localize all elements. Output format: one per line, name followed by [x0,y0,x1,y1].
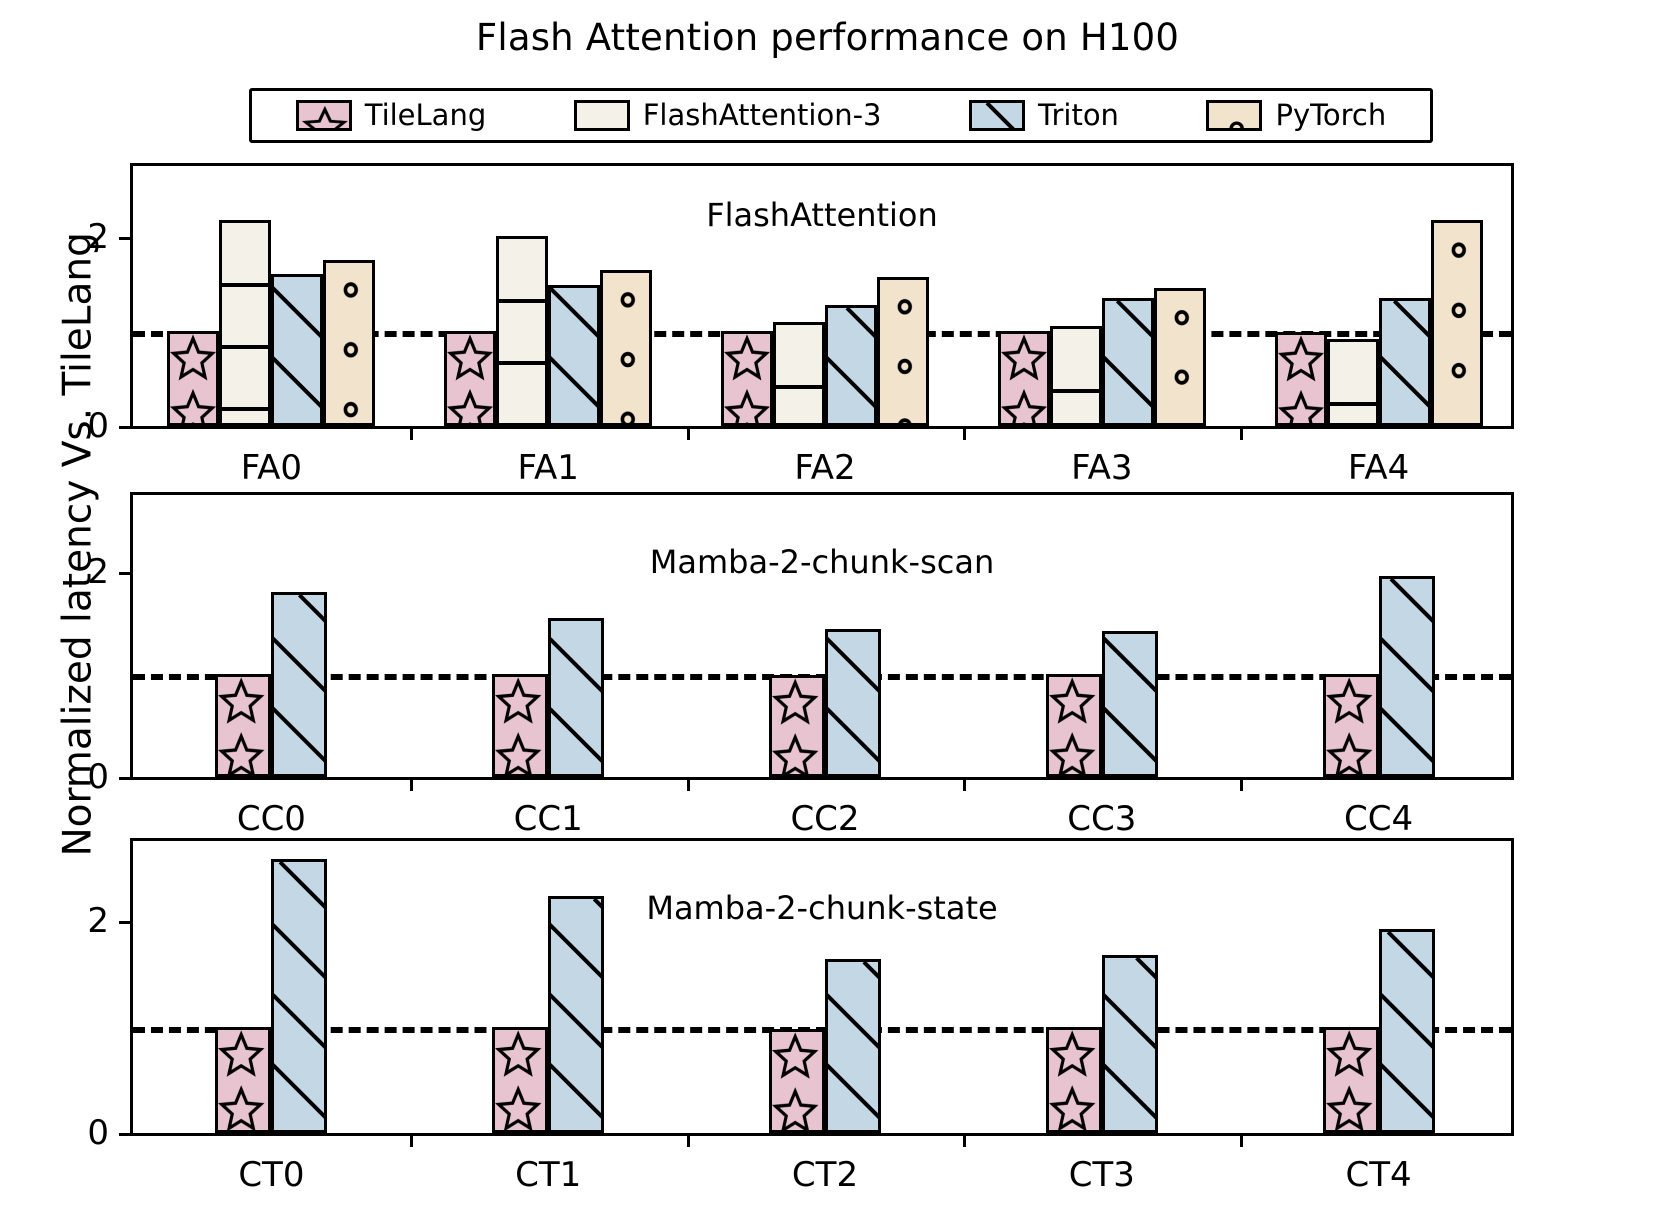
x-tick-label-CC1: CC1 [513,799,583,839]
x-tick-label-FA0: FA0 [240,448,303,488]
bar-tilelang-FA0[interactable] [167,331,220,426]
page-title: Flash Attention performance on H100 [475,16,1180,59]
legend-label-fa3: FlashAttention-3 [642,98,882,132]
bar-triton-FA4[interactable] [1378,298,1431,426]
y-tick [119,426,133,429]
bar-triton-FA3[interactable] [1101,298,1154,426]
bar-fa3-FA4[interactable] [1326,339,1379,426]
x-tick [686,777,690,791]
bar-triton-CC0[interactable] [271,592,328,777]
x-tick-label-FA3: FA3 [1071,448,1133,488]
x-tick-label-CC0: CC0 [236,799,306,839]
y-tick-label: 0 [87,757,109,797]
y-tick-label: 2 [87,900,109,941]
bar-fa3-FA1[interactable] [496,235,549,426]
x-tick [686,426,690,440]
legend: TileLang FlashAttention-3 Triton PyTorch [249,88,1433,143]
bar-tilelang-CC0[interactable] [215,674,272,777]
x-tick-label-CT0: CT0 [238,1155,305,1195]
x-tick [1240,777,1244,791]
y-tick [119,571,133,575]
x-tick-label-CT1: CT1 [515,1155,582,1195]
x-tick-label-FA2: FA2 [794,448,856,488]
bar-triton-CC3[interactable] [1101,631,1158,777]
bar-pytorch-FA1[interactable] [600,270,653,426]
legend-swatch-fa3 [573,100,630,131]
x-tick-label-CC2: CC2 [790,799,860,839]
subplot-title-2: Mamba-2-chunk-scan [649,543,995,581]
x-tick-label-FA4: FA4 [1347,448,1410,488]
bar-tilelang-CC3[interactable] [1045,674,1102,777]
bar-pytorch-FA0[interactable] [323,259,376,426]
legend-swatch-tilelang [295,100,352,131]
bar-triton-CT1[interactable] [548,896,605,1133]
legend-item-fa3[interactable]: FlashAttention-3 [573,98,882,132]
bar-triton-FA1[interactable] [548,285,601,426]
bar-fa3-FA0[interactable] [219,219,272,426]
legend-item-tilelang[interactable]: TileLang [295,98,487,132]
bar-tilelang-CC1[interactable] [492,674,549,777]
x-tick [409,777,413,791]
x-tick-label-CT3: CT3 [1068,1155,1135,1195]
bar-triton-CC2[interactable] [825,629,881,777]
y-tick-label: 0 [87,406,109,446]
x-tick-label-CT4: CT4 [1345,1155,1412,1195]
x-tick-label-CT2: CT2 [791,1155,859,1195]
bar-tilelang-CT1[interactable] [492,1026,549,1133]
x-tick [963,1133,967,1147]
bar-fa3-FA3[interactable] [1049,325,1102,426]
bar-triton-CT2[interactable] [825,958,881,1133]
bar-triton-FA0[interactable] [271,273,324,426]
bar-tilelang-CT0[interactable] [215,1026,272,1133]
y-tick [119,920,133,924]
x-tick [409,1133,413,1147]
x-tick [1240,1133,1244,1147]
legend-item-pytorch[interactable]: PyTorch [1206,100,1386,131]
x-tick [686,1133,690,1147]
y-tick [119,236,133,240]
bar-pytorch-FA3[interactable] [1153,287,1206,426]
subplot-title-1: FlashAttention [706,196,938,234]
x-tick-label-CC3: CC3 [1067,799,1137,839]
bar-tilelang-FA3[interactable] [997,331,1050,426]
y-tick [119,777,133,780]
legend-label-pytorch: PyTorch [1275,98,1387,132]
bar-triton-CT0[interactable] [271,859,328,1133]
bar-fa3-FA2[interactable] [773,322,825,426]
bar-pytorch-FA4[interactable] [1430,219,1483,426]
bar-tilelang-FA4[interactable] [1274,332,1327,426]
y-tick-label: 0 [87,1113,109,1153]
x-tick-label-CC4: CC4 [1344,799,1414,839]
legend-label-triton: Triton [1038,98,1119,132]
bar-triton-CC1[interactable] [548,618,605,777]
bar-tilelang-CT4[interactable] [1322,1026,1379,1133]
x-tick [1240,426,1244,440]
bar-triton-CT4[interactable] [1378,929,1435,1133]
legend-swatch-pytorch [1206,100,1263,131]
bar-tilelang-CT3[interactable] [1045,1026,1102,1133]
legend-item-triton[interactable]: Triton [969,100,1119,131]
bar-pytorch-FA2[interactable] [877,276,929,426]
bar-tilelang-FA1[interactable] [444,331,497,426]
bar-triton-FA2[interactable] [825,304,877,426]
legend-label-tilelang: TileLang [364,98,487,132]
x-tick-label-FA1: FA1 [517,448,579,488]
subplot-title-3: Mamba-2-chunk-state [646,889,998,927]
x-tick [963,426,967,440]
bar-triton-CC4[interactable] [1378,576,1435,777]
legend-swatch-triton [969,100,1026,131]
x-tick [409,426,413,440]
y-tick-label: 2 [87,551,109,592]
bar-tilelang-CC2[interactable] [769,675,825,777]
bar-tilelang-CC4[interactable] [1322,674,1379,777]
x-tick [963,777,967,791]
y-tick [119,1133,133,1136]
y-tick-label: 2 [87,216,109,257]
bar-tilelang-FA2[interactable] [721,331,773,426]
bar-triton-CT3[interactable] [1101,954,1158,1133]
bar-tilelang-CT2[interactable] [769,1028,825,1133]
